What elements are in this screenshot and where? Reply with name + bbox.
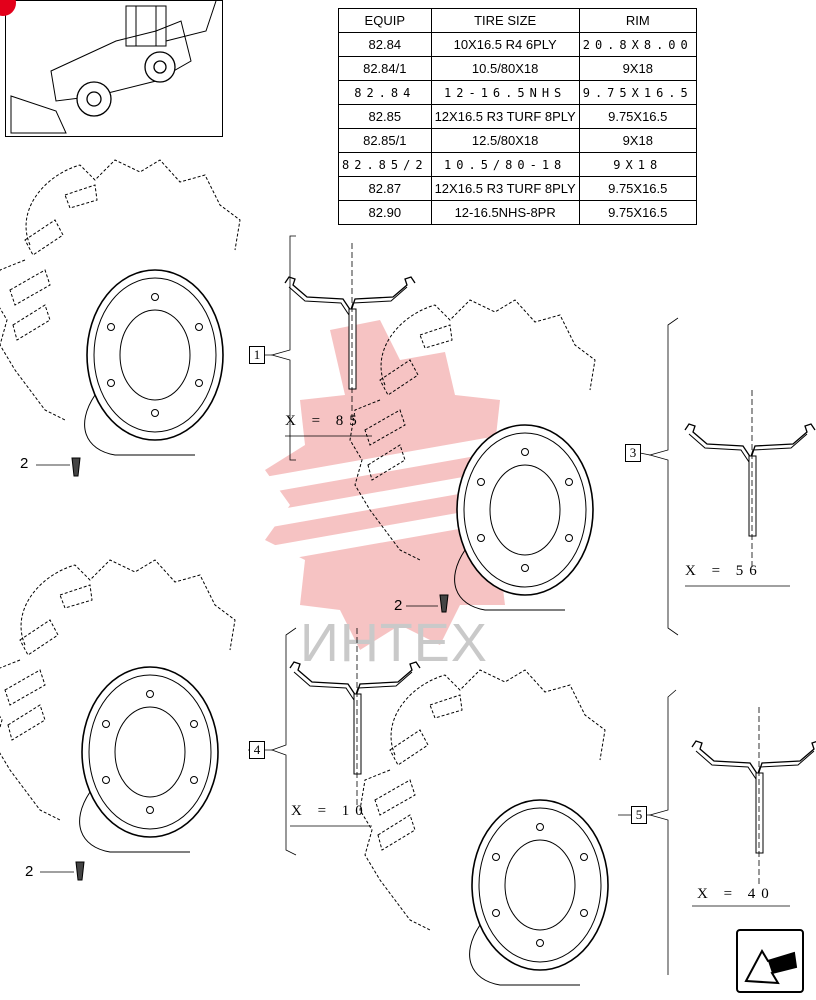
cell-tire: 12-16.5NHS-8PR bbox=[430, 200, 580, 225]
next-page-arrow-icon bbox=[744, 948, 798, 985]
callout-3: 3 bbox=[625, 444, 641, 462]
offset-label-3: X = 56 bbox=[685, 563, 763, 579]
machine-thumbnail bbox=[5, 0, 223, 137]
tire-size-table: EQUIP TIRE SIZE RIM 82.84 10X16.5 R4 6PL… bbox=[338, 8, 697, 225]
next-page-button[interactable] bbox=[736, 929, 804, 993]
cell-equip: 82.84 bbox=[338, 32, 432, 57]
offset-label-1: X = 85 bbox=[285, 413, 363, 429]
offset-label-4: X = 10 bbox=[291, 803, 369, 819]
cell-tire: 10.5/80-18 bbox=[430, 152, 580, 177]
cell-rim: 9X18 bbox=[578, 128, 697, 153]
column-header-equip: EQUIP bbox=[338, 8, 432, 33]
offset-label-5: X = 40 bbox=[697, 886, 775, 902]
cell-equip: 82.85 bbox=[338, 104, 432, 129]
callout-1: 1 bbox=[249, 346, 265, 364]
valve-callout: 2 bbox=[20, 455, 29, 472]
table-row: 82.90 12-16.5NHS-8PR 9.75X16.5 bbox=[338, 200, 697, 225]
column-header-tire-size: TIRE SIZE bbox=[430, 8, 580, 33]
cell-tire: 10X16.5 R4 6PLY bbox=[430, 32, 580, 57]
cell-rim: 9.75X16.5 bbox=[578, 200, 697, 225]
valve-callout: 2 bbox=[25, 863, 34, 880]
cell-rim: 20.8X8.00 bbox=[578, 32, 697, 57]
cell-equip: 82.85/2 bbox=[338, 152, 432, 177]
table-row: 82.84 12-16.5NHS 9.75X16.5 bbox=[338, 80, 697, 105]
valve-callout: 2 bbox=[394, 597, 403, 614]
cell-equip: 82.90 bbox=[338, 200, 432, 225]
table-header-row: EQUIP TIRE SIZE RIM bbox=[338, 8, 697, 33]
cell-equip: 82.84 bbox=[338, 80, 432, 105]
table-row: 82.84/1 10.5/80X18 9X18 bbox=[338, 56, 697, 81]
table-row: 82.85/1 12.5/80X18 9X18 bbox=[338, 128, 697, 153]
cell-tire: 10.5/80X18 bbox=[430, 56, 580, 81]
cell-equip: 82.87 bbox=[338, 176, 432, 201]
table-row: 82.85/2 10.5/80-18 9X18 bbox=[338, 152, 697, 177]
column-header-rim: RIM bbox=[578, 8, 697, 33]
cell-rim: 9.75X16.5 bbox=[578, 104, 697, 129]
table-row: 82.84 10X16.5 R4 6PLY 20.8X8.00 bbox=[338, 32, 697, 57]
callout-4: 4 bbox=[249, 741, 265, 759]
cell-tire: 12-16.5NHS bbox=[430, 80, 580, 105]
callout-5: 5 bbox=[631, 806, 647, 824]
corner-marker bbox=[0, 0, 16, 16]
watermark-text: ИНТЕХ bbox=[300, 613, 488, 673]
cell-rim: 9.75X16.5 bbox=[578, 80, 697, 105]
cell-tire: 12X16.5 R3 TURF 8PLY bbox=[430, 176, 580, 201]
backhoe-loader-icon bbox=[10, 1, 217, 134]
